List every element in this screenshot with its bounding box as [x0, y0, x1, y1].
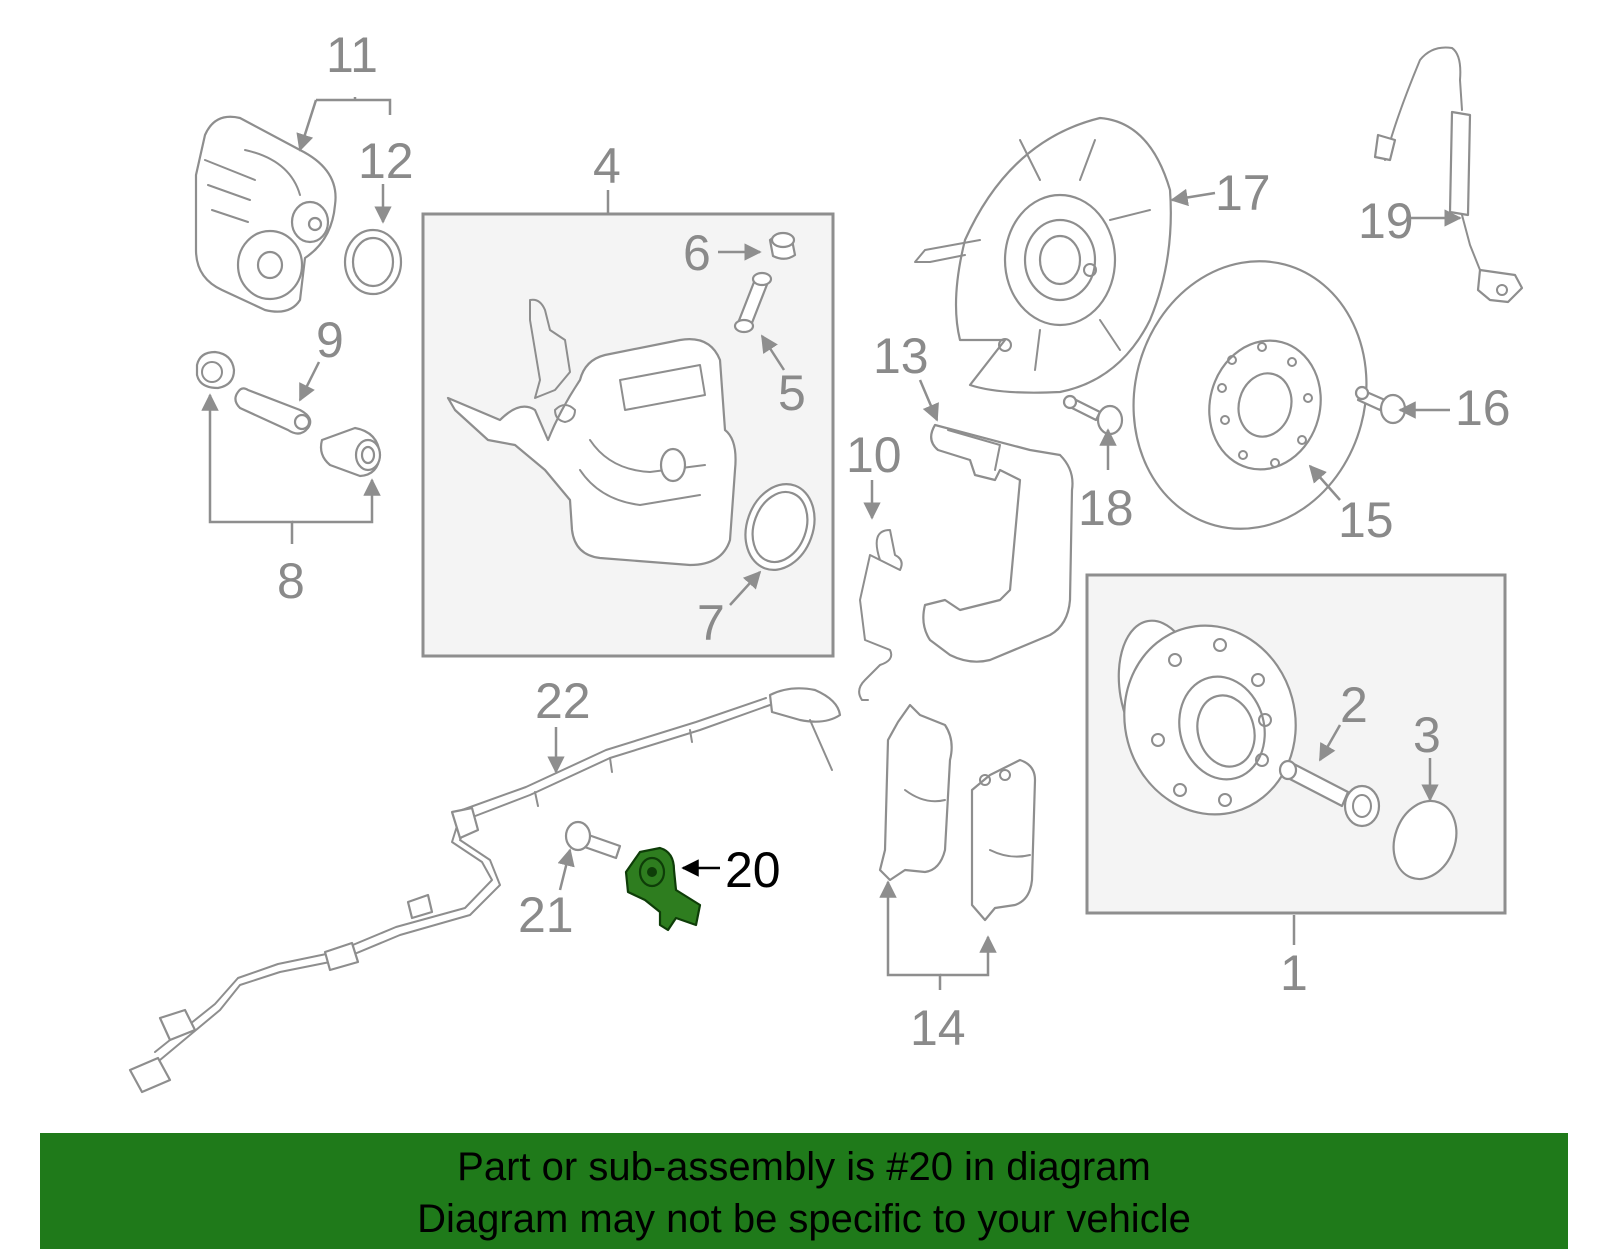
part-21-bolt: [564, 820, 622, 860]
info-banner: Part or sub-assembly is #20 in diagram D…: [40, 1133, 1568, 1249]
callout-8: 8: [277, 553, 305, 609]
banner-line-disclaimer: Diagram may not be specific to your vehi…: [417, 1197, 1191, 1241]
part-10-spring-clip: [858, 529, 903, 701]
part-3-dust-cap: [1392, 799, 1458, 881]
callout-6: 6: [683, 225, 711, 281]
callout-labels: 1 2 3 4 5 6 7 8 9 10 11 12 13 14 15 16 1…: [277, 27, 1511, 1056]
part-9-guide-pin: [234, 387, 312, 435]
part-15-brake-rotor: [1132, 260, 1368, 530]
part-20-abs-sensor-highlighted[interactable]: [624, 846, 702, 932]
leader-lines: [201, 97, 1462, 990]
banner-line-part: Part or sub-assembly is #20 in diagram: [457, 1145, 1151, 1189]
callout-18: 18: [1078, 480, 1134, 536]
callout-9: 9: [316, 312, 344, 368]
callout-3: 3: [1413, 707, 1441, 763]
part-12-o-ring: [343, 228, 403, 296]
part-7-piston-seal: [744, 483, 816, 571]
callout-22: 22: [535, 673, 591, 729]
part-8-pin-boots: [195, 350, 382, 478]
callout-4: 4: [593, 138, 621, 194]
callout-2: 2: [1340, 677, 1368, 733]
part-11-brake-motor: [194, 115, 337, 313]
part-17-dust-shield: [914, 116, 1172, 394]
callout-10: 10: [846, 427, 902, 483]
part-13-caliper-bracket: [922, 423, 1074, 663]
callout-20: 20: [725, 842, 781, 898]
callout-12: 12: [358, 133, 414, 189]
callout-15: 15: [1338, 492, 1394, 548]
part-2-hub-bolt: [1278, 759, 1381, 828]
callout-21: 21: [518, 887, 574, 943]
part-19-brake-hose: [1373, 46, 1524, 304]
callout-11: 11: [326, 27, 378, 83]
part-4-caliper: [446, 298, 737, 567]
callout-16: 16: [1455, 380, 1511, 436]
callout-13: 13: [873, 328, 929, 384]
part-22-abs-sensor-wire: [128, 687, 842, 1094]
part-6-bleeder-cap: [768, 231, 797, 260]
part-18-bolt: [1062, 394, 1124, 436]
callout-7: 7: [697, 595, 725, 651]
callout-5: 5: [778, 365, 806, 421]
part-14-brake-pads: [878, 703, 1037, 922]
callout-14: 14: [910, 1000, 966, 1056]
callout-17: 17: [1215, 165, 1271, 221]
callout-1: 1: [1280, 945, 1308, 1001]
part-1-wheel-hub: [1117, 619, 1297, 816]
callout-19: 19: [1358, 193, 1414, 249]
part-5-bleeder-screw: [733, 271, 773, 334]
